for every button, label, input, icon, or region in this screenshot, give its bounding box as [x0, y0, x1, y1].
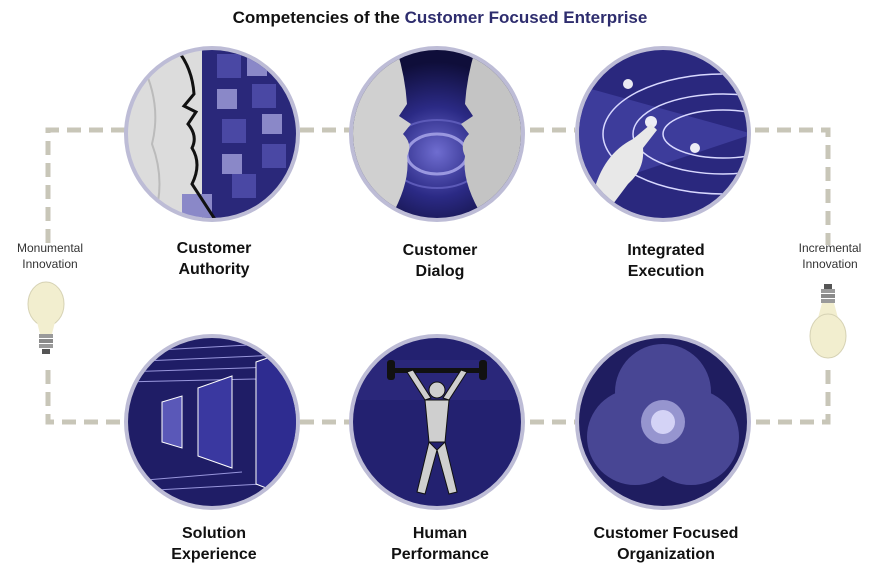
lightbulb-icon — [27, 281, 65, 354]
puzzle-faces-icon — [124, 46, 300, 222]
facing-faces-icon — [349, 46, 525, 222]
title-prefix: Competencies of the — [232, 8, 405, 27]
lightbulb-icon — [809, 284, 847, 359]
title-highlight: Customer Focused Enterprise — [404, 8, 648, 27]
hand-touch-icon — [575, 46, 751, 222]
weightlifter-icon — [349, 334, 525, 510]
overlapping-circles-icon — [575, 334, 751, 510]
page-title: Competencies of the Customer Focused Ent… — [0, 8, 880, 28]
perspective-walls-icon — [124, 334, 300, 510]
